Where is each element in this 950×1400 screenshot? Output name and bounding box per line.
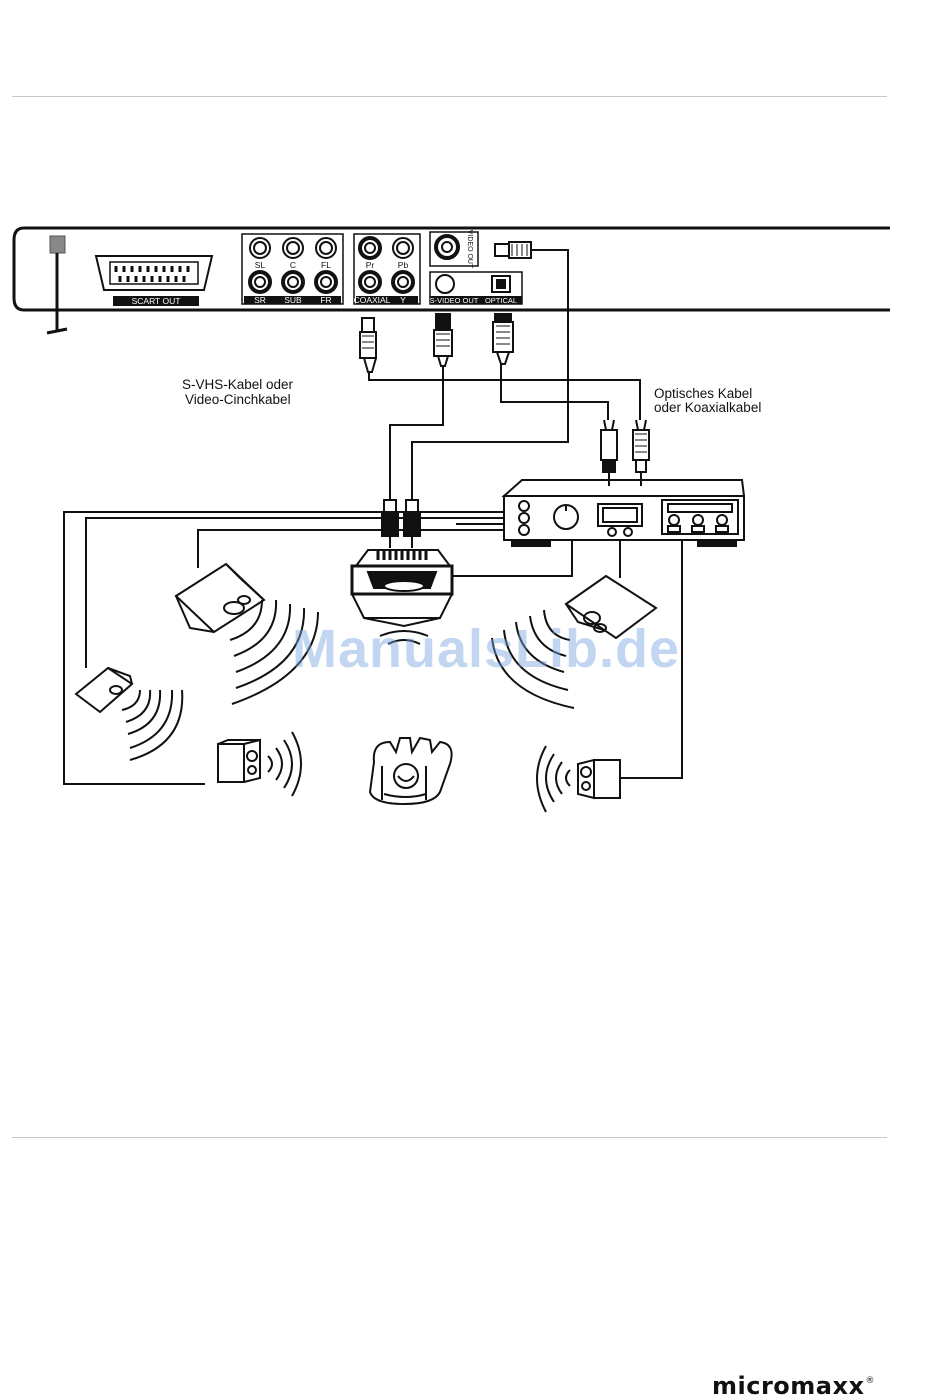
coaxial-label: COAXIAL	[354, 295, 391, 305]
cable-label-right-2: oder Koaxialkabel	[654, 400, 761, 416]
jack-label-fr: FR	[320, 295, 331, 305]
jack-label-sub: SUB	[284, 295, 302, 305]
registered-mark: ®	[865, 1376, 875, 1386]
jack-label-sl: SL	[255, 260, 266, 270]
tv-input-plugs	[382, 500, 420, 548]
jack-label-fl: FL	[321, 260, 331, 270]
jack-label-pb: Pb	[398, 260, 409, 270]
jack-label-pr: Pr	[366, 260, 375, 270]
svideo-label: S-VIDEO OUT	[430, 296, 479, 305]
amp-input-plug-optical	[601, 420, 617, 486]
power-indicator	[50, 236, 65, 253]
optical-label: OPTICAL	[485, 296, 517, 305]
scart-label: SCART OUT	[132, 296, 181, 306]
speaker-rear-left	[76, 668, 182, 760]
amp-input-plug-coaxial	[633, 420, 649, 486]
component-jack-group	[354, 234, 420, 304]
listener-figure	[370, 738, 452, 804]
jack-label-sr: SR	[254, 295, 266, 305]
video-out-label: VIDEO OUT	[466, 230, 473, 269]
cable-label-left-2: Video-Cinchkabel	[185, 392, 291, 408]
video-rca-plug	[412, 242, 568, 500]
brand-logo: micromaxx®	[712, 1372, 874, 1400]
av-receiver	[504, 480, 744, 546]
speaker-surround-right	[537, 746, 620, 812]
cable-label-left-1: S-VHS-Kabel oder	[182, 377, 293, 393]
brand-name: micromaxx	[712, 1372, 864, 1400]
svideo-plug	[390, 314, 452, 500]
jack-label-c: C	[290, 260, 296, 270]
optical-plug	[493, 314, 608, 420]
watermark: ManualsLib.de	[292, 618, 680, 680]
speaker-surround-left	[218, 732, 301, 796]
y-label: Y	[400, 295, 406, 305]
